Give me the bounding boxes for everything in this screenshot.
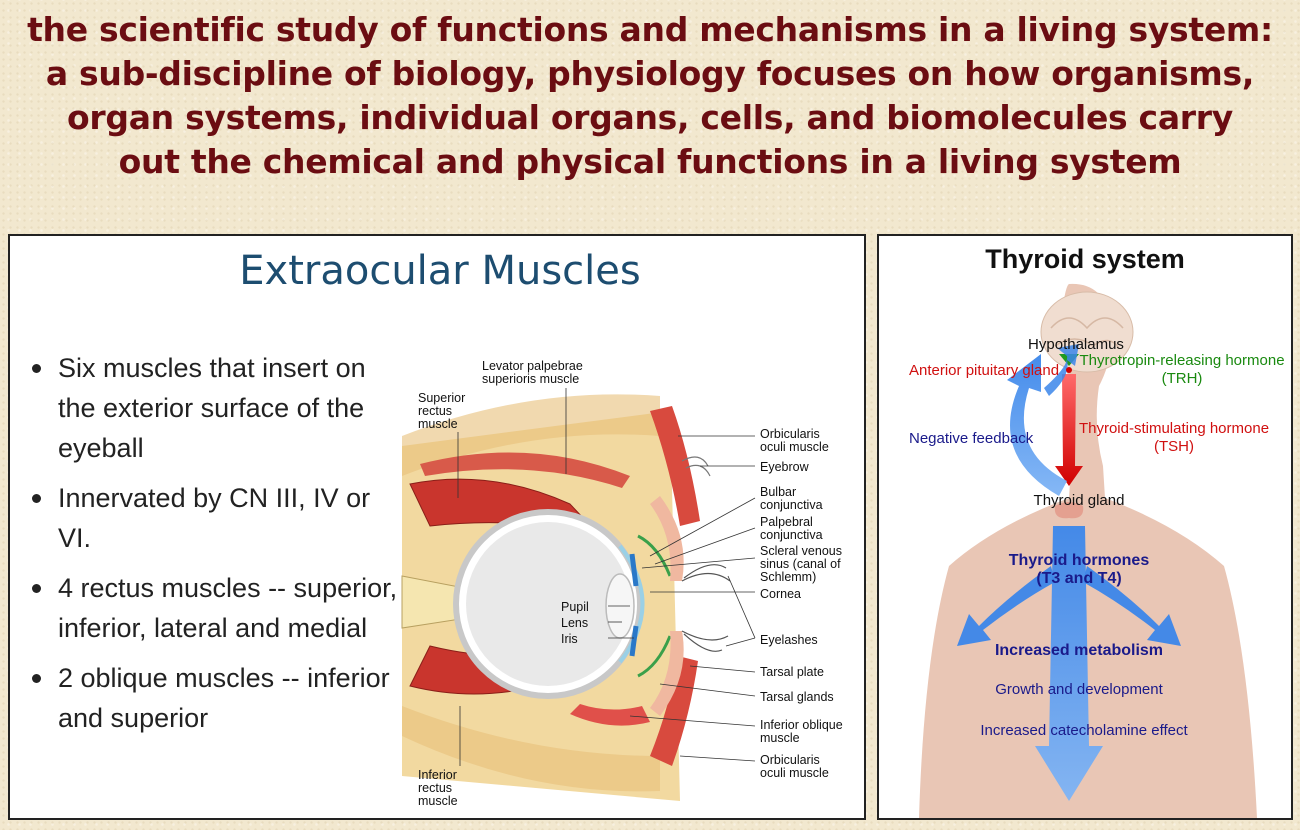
inferior-oblique-shape	[570, 704, 650, 726]
orbicularis-top-shape	[650, 406, 700, 526]
label-increased-metabolism: Increased metabolism	[994, 642, 1164, 659]
conjunctiva-shape	[637, 534, 672, 678]
bullet-item: Innervated by CN III, IV or VI.	[28, 478, 408, 558]
header-line-2: a sub-discipline of biology, physiology …	[45, 54, 1255, 93]
thyroid-title: Thyroid system	[985, 244, 1185, 274]
orbicularis-bottom-shape	[650, 656, 698, 766]
label-pupil: Pupil	[561, 600, 589, 614]
bullet-list: Six muscles that insert on the exterior …	[28, 348, 408, 748]
pituitary-dot	[1066, 367, 1072, 373]
upper-eyelid-shape	[650, 496, 684, 581]
header-line-4: out the chemical and physical functions …	[118, 142, 1182, 181]
label-trh: Thyrotropin-releasing hormone (TRH)	[1079, 352, 1285, 387]
orbit-bone-top	[402, 394, 660, 476]
eyelash-lower	[681, 630, 729, 652]
label-negative-feedback: Negative feedback	[909, 430, 1034, 447]
label-tarsal-glands: Tarsal glands	[760, 690, 834, 704]
thyroid-system-diagram: Thyroid system Hypothalamus Anterior pit…	[877, 234, 1293, 820]
label-orbicularis-top: Orbicularis oculi muscle	[760, 427, 829, 454]
label-lens: Lens	[561, 616, 589, 630]
extraocular-muscles-slide: Extraocular Muscles Six muscles that ins…	[8, 234, 866, 820]
brain-folds	[1050, 317, 1124, 349]
label-hypothalamus: Hypothalamus	[1028, 336, 1124, 353]
bullet-item: 4 rectus muscles -- superior, inferior, …	[28, 568, 408, 648]
label-superior-rectus: Superior rectus muscle	[418, 391, 466, 431]
header-line-3: organ systems, individual organs, cells,…	[67, 98, 1233, 137]
tsh-arrow	[1055, 374, 1083, 486]
body-silhouette	[919, 283, 1257, 818]
label-iris: Iris	[561, 632, 578, 646]
label-orbicularis-bottom: Orbicularis oculi muscle	[760, 753, 829, 780]
bullet-item: 2 oblique muscles -- inferior and superi…	[28, 658, 408, 738]
header-line-1: the scientific study of functions and me…	[27, 10, 1273, 49]
leader-lines	[457, 388, 756, 766]
label-growth-development: Growth and development	[995, 681, 1163, 698]
eyelash-upper	[681, 564, 731, 582]
label-bulbar-conjunctiva: Bulbar conjunctiva	[760, 485, 823, 512]
lower-eyelid-shape	[650, 631, 684, 716]
negative-feedback-arrow	[1007, 354, 1067, 496]
label-thyroid-hormones: Thyroid hormones (T3 and T4)	[1008, 552, 1150, 587]
bullet-item: Six muscles that insert on the exterior …	[28, 348, 408, 468]
hormones-left-arrow	[957, 566, 1055, 646]
label-catecholamine: Increased catecholamine effect	[980, 722, 1188, 739]
thyroid-illustration	[919, 283, 1257, 818]
header-definition: the scientific study of functions and me…	[0, 8, 1300, 184]
label-inferior-oblique: Inferior oblique muscle	[760, 718, 843, 745]
label-palpebral-conjunctiva: Palpebral conjunctiva	[760, 515, 823, 542]
negative-feedback-arrow-2	[1044, 344, 1079, 396]
thyroid-gland-shape	[1054, 502, 1084, 519]
label-levator: Levator palpebrae superioris muscle	[482, 359, 583, 386]
label-cornea: Cornea	[760, 587, 801, 601]
orbit-bone-bottom	[402, 706, 660, 792]
hormones-right-arrow	[1083, 566, 1181, 646]
levator-shape	[420, 452, 630, 488]
label-scleral-venous-sinus: Scleral venous sinus (canal of Schlemm)	[760, 544, 842, 584]
cornea-shape	[618, 544, 645, 664]
eye-anatomy-illustration	[401, 388, 756, 801]
label-inferior-rectus: Inferior rectus muscle	[418, 768, 458, 808]
label-eyebrow: Eyebrow	[760, 460, 809, 474]
label-tarsal-plate: Tarsal plate	[760, 665, 824, 679]
slide-title: Extraocular Muscles	[239, 248, 641, 294]
eyeball-inner	[466, 522, 630, 686]
label-tsh: Thyroid-stimulating hormone (TSH)	[1078, 420, 1270, 455]
hormones-central-arrow	[1035, 526, 1103, 801]
label-thyroid-gland: Thyroid gland	[1033, 492, 1125, 509]
iris-shape	[629, 553, 639, 657]
label-anterior-pituitary: Anterior pituitary gland	[909, 362, 1060, 379]
label-eyelashes: Eyelashes	[760, 633, 818, 647]
